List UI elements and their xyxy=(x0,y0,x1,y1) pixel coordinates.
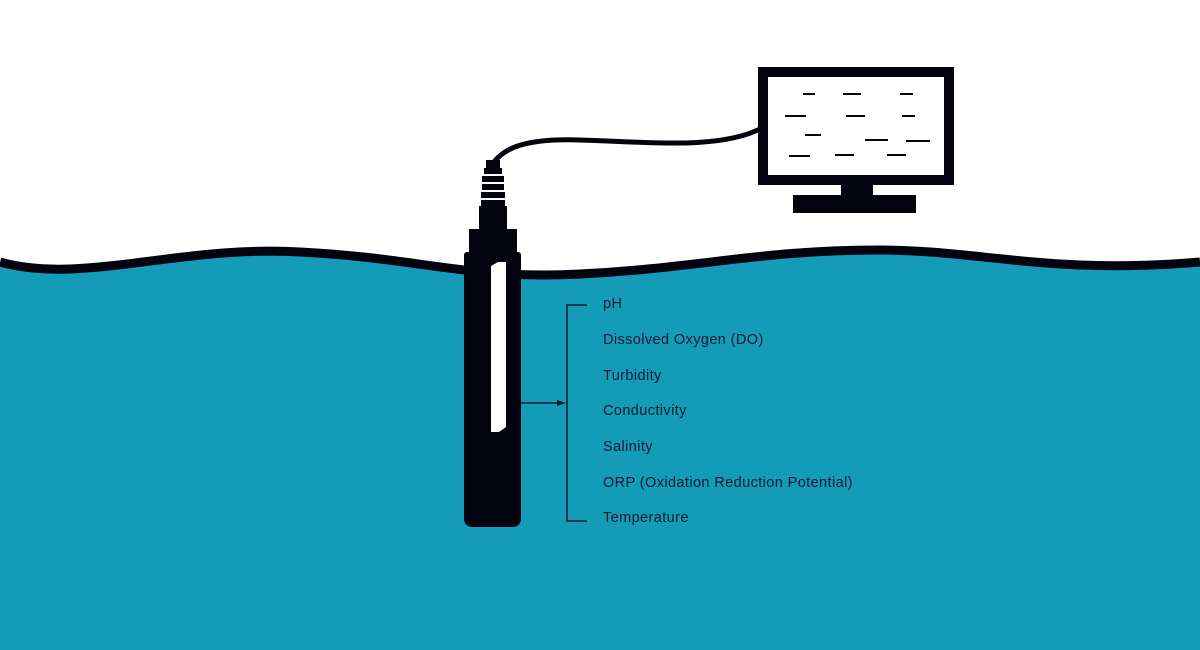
parameter-salinity: Salinity xyxy=(603,439,653,455)
probe-window xyxy=(491,262,506,432)
probe-threads xyxy=(479,168,507,230)
parameter-temperature: Temperature xyxy=(603,510,689,526)
sensor-cable xyxy=(487,125,764,170)
water-surface-line xyxy=(0,245,1200,280)
water-quality-probe-icon xyxy=(464,160,521,527)
arrow-head xyxy=(557,400,566,406)
parameter-dissolved-oxygen: Dissolved Oxygen (DO) xyxy=(603,332,764,348)
monitor-icon xyxy=(758,67,954,213)
monitor-readout-lines xyxy=(785,93,930,157)
parameter-ph: pH xyxy=(603,296,623,312)
parameter-orp: ORP (Oxidation Reduction Potential) xyxy=(603,475,853,491)
parameter-conductivity: Conductivity xyxy=(603,403,687,419)
parameter-turbidity: Turbidity xyxy=(603,368,662,384)
water-body xyxy=(0,250,1200,650)
parameter-bracket xyxy=(521,304,587,522)
